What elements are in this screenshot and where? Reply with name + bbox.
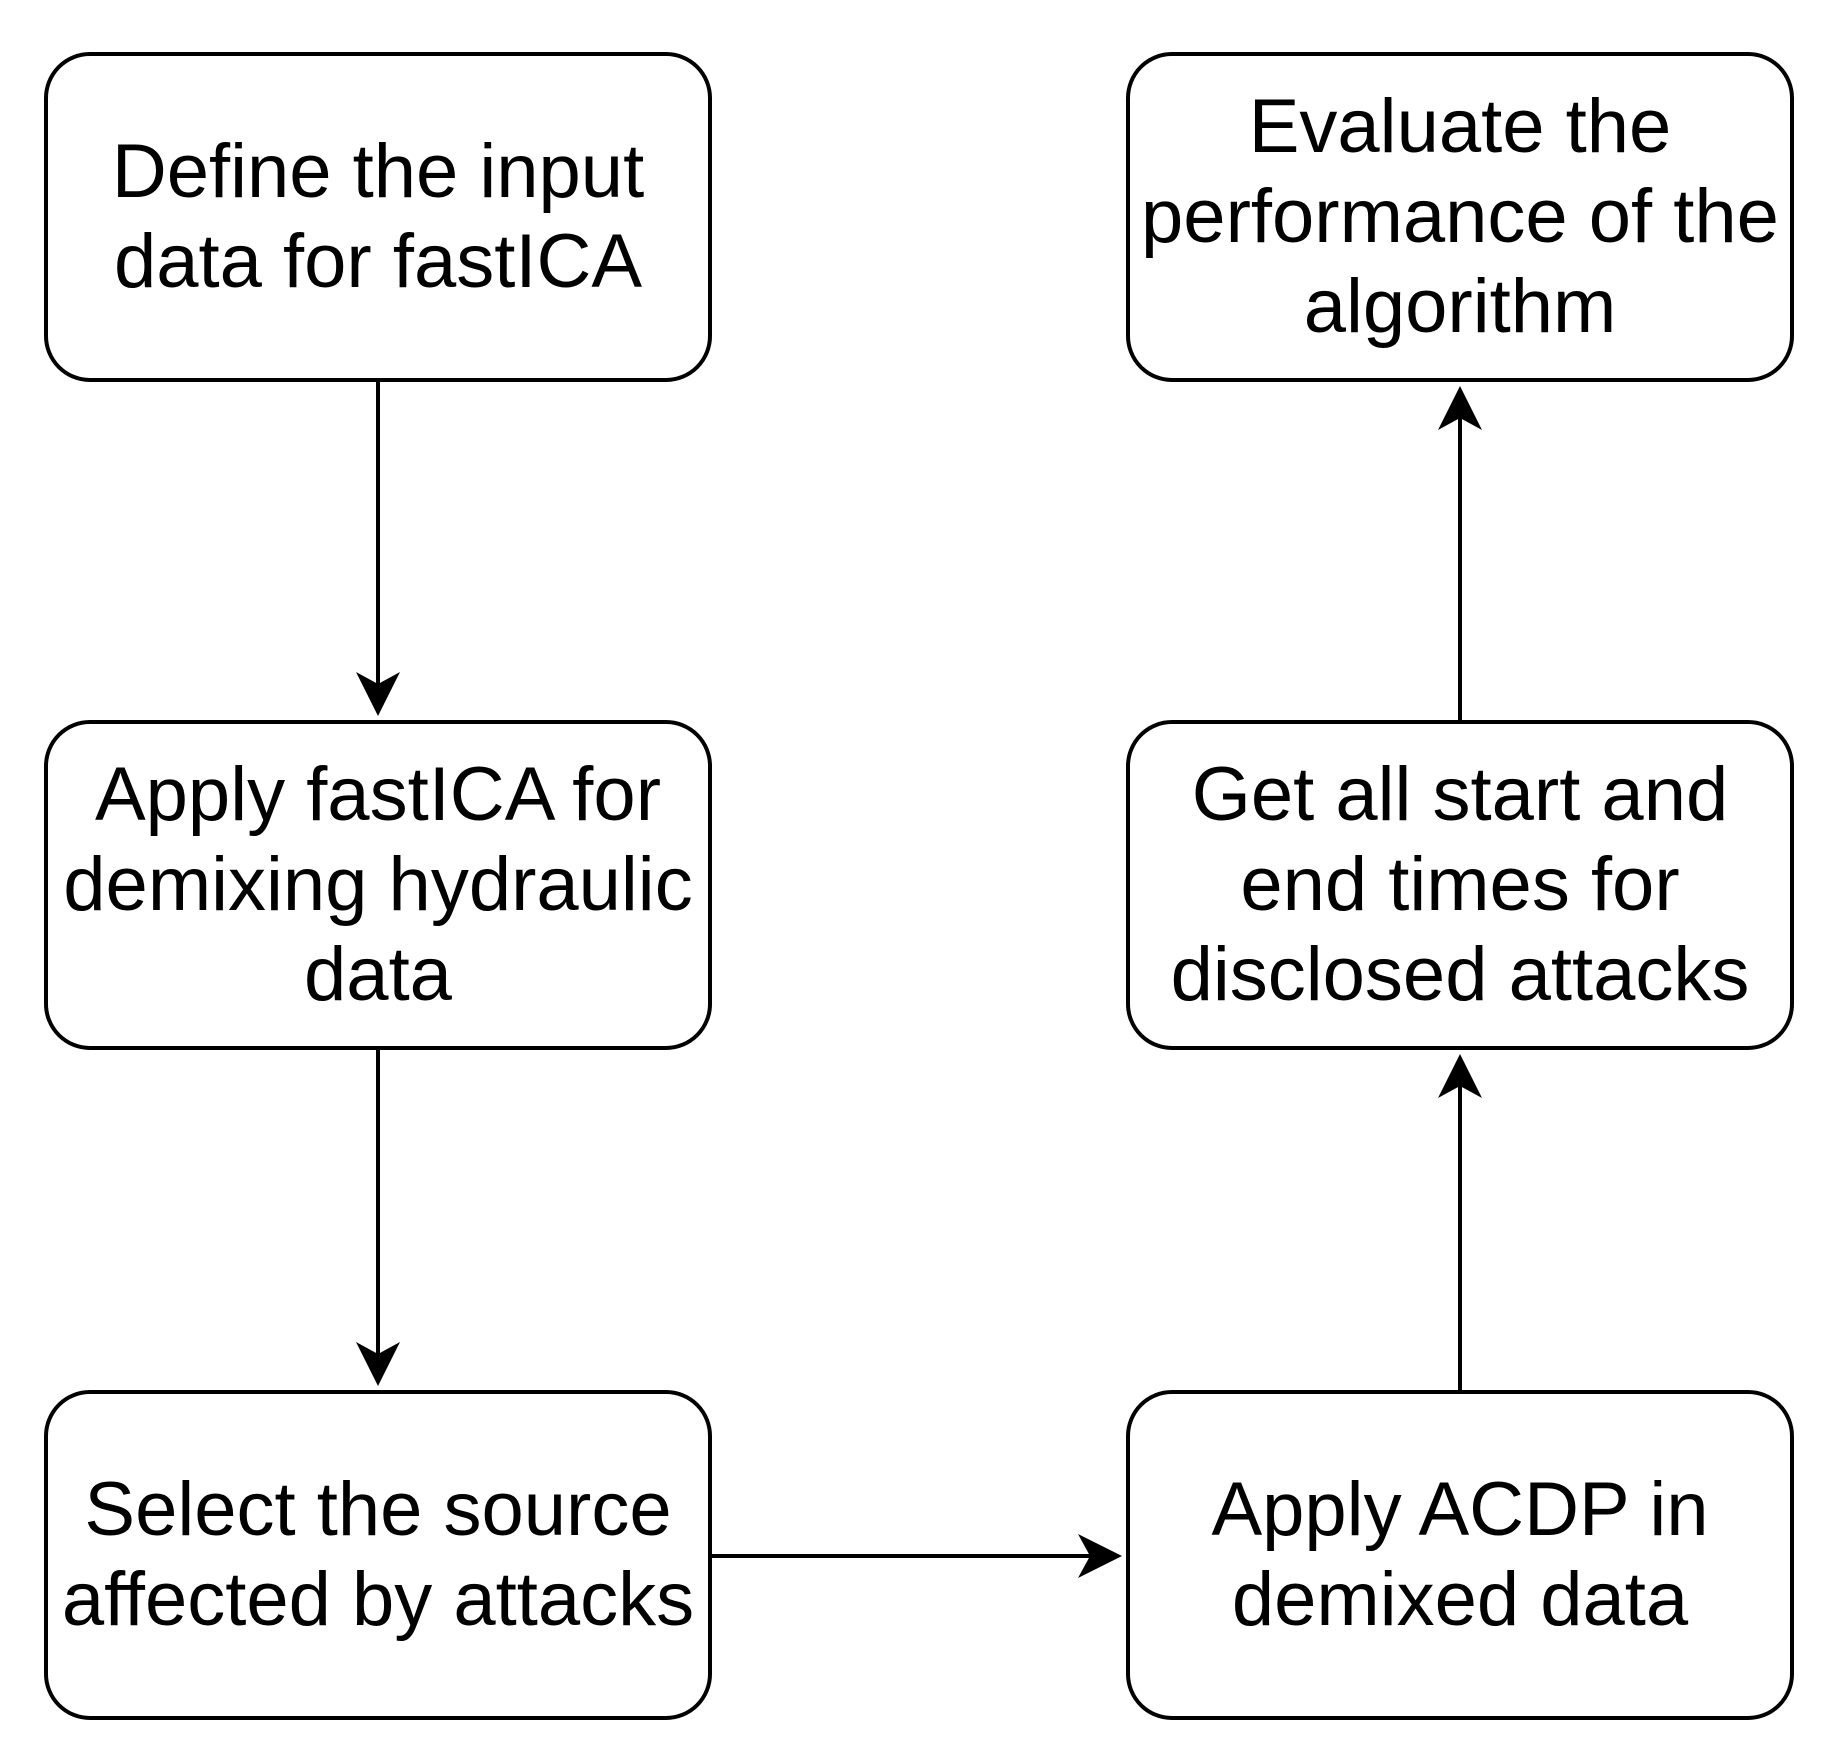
node-label: Get all start and end times for disclose… [1170,752,1750,1017]
node-define-input-data: Define the input data for fastICA [44,52,712,382]
node-label: Define the input data for fastICA [111,129,645,304]
arrowhead-up-icon [1438,1054,1482,1098]
arrowhead-up-icon [1438,386,1482,430]
node-label: Apply fastICA for demixing hydraulic dat… [63,752,693,1017]
node-apply-fastica: Apply fastICA for demixing hydraulic dat… [44,720,712,1050]
node-get-start-end-times: Get all start and end times for disclose… [1126,720,1794,1050]
node-evaluate-performance: Evaluate the performance of the algorith… [1126,52,1794,382]
arrowhead-down-icon [356,1342,400,1386]
node-select-source: Select the source affected by attacks [44,1390,712,1720]
node-label: Evaluate the performance of the algorith… [1141,84,1779,349]
node-label: Apply ACDP in demixed data [1211,1467,1709,1642]
arrowhead-right-icon [1078,1534,1122,1578]
node-apply-acdp: Apply ACDP in demixed data [1126,1390,1794,1720]
node-label: Select the source affected by attacks [61,1467,695,1642]
arrowhead-down-icon [356,672,400,716]
